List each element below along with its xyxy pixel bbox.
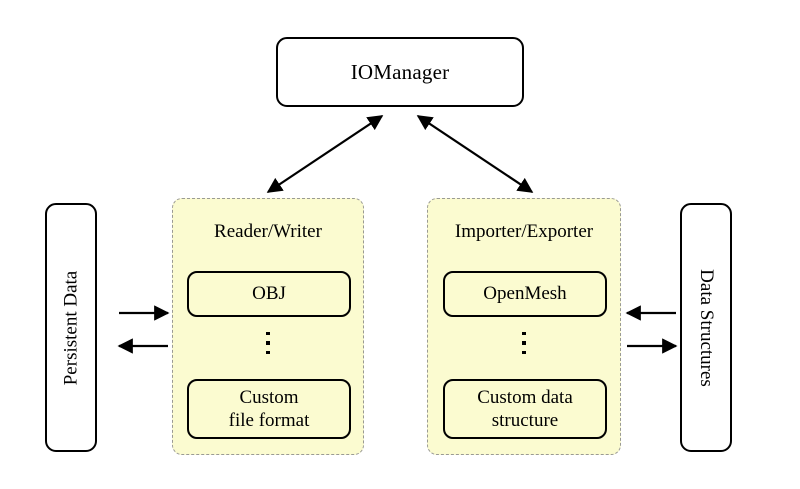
node-iomanager[interactable]: IOManager <box>276 37 524 107</box>
node-iomanager-label: IOManager <box>350 59 450 84</box>
item-openmesh-label: OpenMesh <box>483 283 567 305</box>
node-persistent-data[interactable]: Persistent Data <box>45 203 97 452</box>
item-openmesh[interactable]: OpenMesh <box>443 271 607 317</box>
item-obj-label: OBJ <box>252 283 286 305</box>
node-persistent-data-label: Persistent Data <box>60 270 82 385</box>
item-custom-data-structure-line1: Custom data <box>477 386 573 408</box>
item-custom-file-format-line1: Custom <box>239 386 299 408</box>
group-importer-exporter[interactable]: Importer/Exporter OpenMesh Custom data s… <box>427 198 621 455</box>
item-custom-file-format[interactable]: Custom file format <box>187 379 351 439</box>
group-reader-writer[interactable]: Reader/Writer OBJ Custom file format <box>172 198 364 455</box>
connector-manager-to-reader-writer <box>266 115 384 193</box>
item-obj[interactable]: OBJ <box>187 271 351 317</box>
item-custom-data-structure[interactable]: Custom data structure <box>443 379 607 439</box>
node-data-structures[interactable]: Data Structures <box>680 203 732 452</box>
item-custom-data-structure-line2: structure <box>491 410 559 431</box>
connector-manager-to-importer-exporter <box>416 115 534 193</box>
group-importer-exporter-title: Importer/Exporter <box>454 221 594 242</box>
node-data-structures-label: Data Structures <box>696 268 717 387</box>
vertical-dots-icon <box>173 332 363 355</box>
group-reader-writer-title: Reader/Writer <box>214 221 322 242</box>
item-custom-file-format-line2: file format <box>228 410 310 431</box>
vertical-dots-icon <box>428 332 620 355</box>
